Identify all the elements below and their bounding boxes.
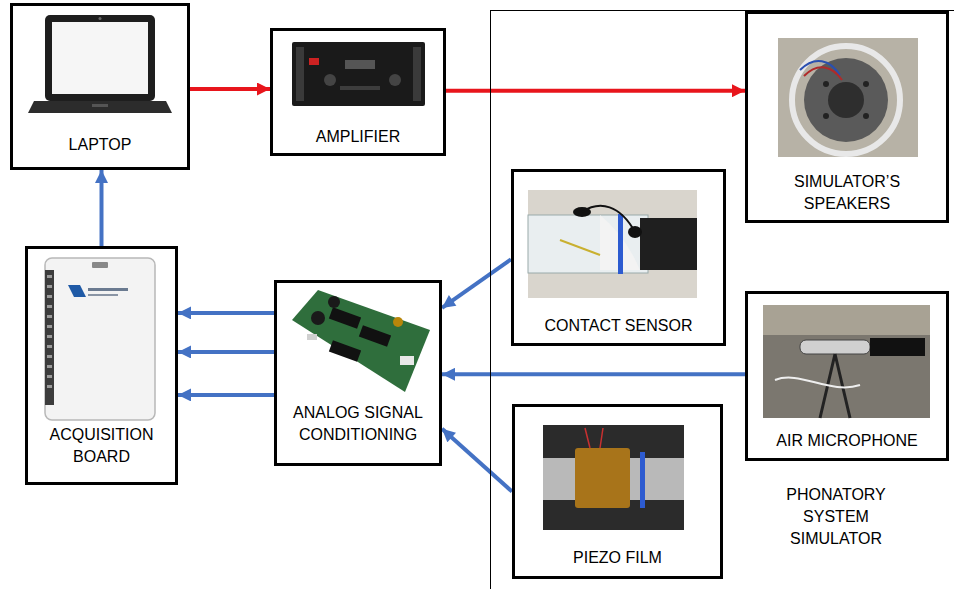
node-label: LAPTOP <box>20 134 180 156</box>
component-box: ACQUISITION BOARD <box>25 246 178 485</box>
node-label: ANALOG SIGNAL CONDITIONING <box>283 402 433 446</box>
component-box: AMPLIFIER <box>270 28 446 156</box>
component-box: LAPTOP <box>10 3 190 170</box>
laptop-illustration <box>28 15 172 113</box>
node-label: CONTACT SENSOR <box>521 315 716 337</box>
signal-arrow <box>442 429 512 492</box>
signal-arrow <box>190 87 270 91</box>
signal-arrow <box>178 350 274 354</box>
component-box: CONTACT SENSOR <box>511 169 726 346</box>
node-label: PIEZO FILM <box>523 547 713 569</box>
simulator-region: PHONATORY SYSTEM SIMULATOR SIMULATOR’S SP… <box>490 10 954 589</box>
node-label: AMPLIFIER <box>278 126 438 148</box>
component-box: ANALOG SIGNAL CONDITIONING <box>274 280 442 466</box>
node-label: AIR MICROPHONE <box>752 430 942 452</box>
component-box: PIEZO FILM <box>512 404 723 579</box>
component-box: SIMULATOR’S SPEAKERS <box>745 11 949 223</box>
pcb-illustration <box>292 290 430 392</box>
piezo-illustration <box>543 425 684 530</box>
amplifier-illustration <box>292 42 425 106</box>
contact-sensor-illustration <box>528 190 697 298</box>
microphone-illustration <box>763 305 930 418</box>
signal-arrow <box>442 259 511 308</box>
signal-arrow <box>100 170 104 246</box>
speaker-illustration <box>778 38 918 157</box>
component-box: AIR MICROPHONE <box>745 291 949 461</box>
node-label: ACQUISITION BOARD <box>39 424 164 468</box>
signal-arrow <box>178 311 274 315</box>
node-label: SIMULATOR’S SPEAKERS <box>777 171 917 215</box>
signal-arrow <box>442 372 745 376</box>
signal-arrow <box>178 393 274 397</box>
daq-illustration <box>45 258 155 420</box>
node-label: PHONATORY SYSTEM SIMULATOR <box>761 484 911 550</box>
